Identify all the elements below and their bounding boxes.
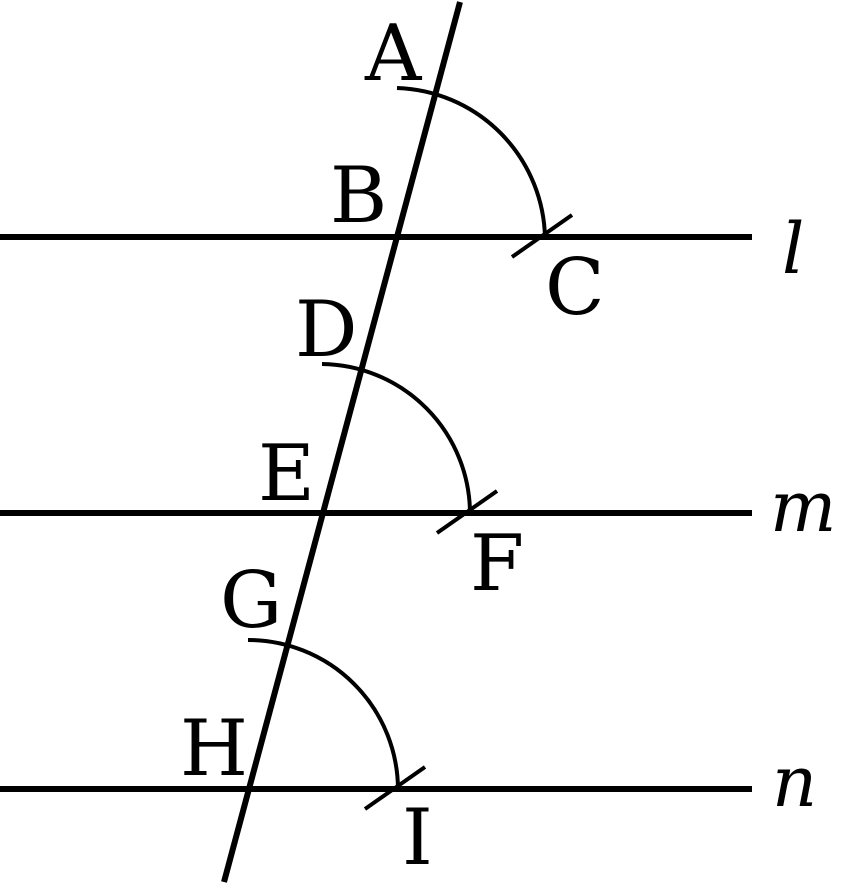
tick-mark-i <box>363 765 427 811</box>
label-line-l: l <box>782 208 804 290</box>
label-line-n: n <box>772 741 817 823</box>
tick-mark-f <box>435 489 499 535</box>
label-point-c: C <box>545 243 605 333</box>
label-line-m: m <box>770 466 836 548</box>
tick-mark-c <box>510 213 574 259</box>
label-point-d: D <box>295 285 358 375</box>
label-point-i: I <box>402 793 433 883</box>
arc-a-to-c <box>396 86 547 239</box>
label-point-h: H <box>180 704 248 794</box>
label-point-e: E <box>258 429 315 519</box>
arc-g-to-i <box>247 638 400 791</box>
label-point-f: F <box>470 519 524 609</box>
transversal-line <box>221 1 463 883</box>
label-point-g: G <box>220 556 282 646</box>
label-point-b: B <box>330 151 387 241</box>
label-point-a: A <box>364 9 423 99</box>
arc-d-to-f <box>321 362 472 515</box>
